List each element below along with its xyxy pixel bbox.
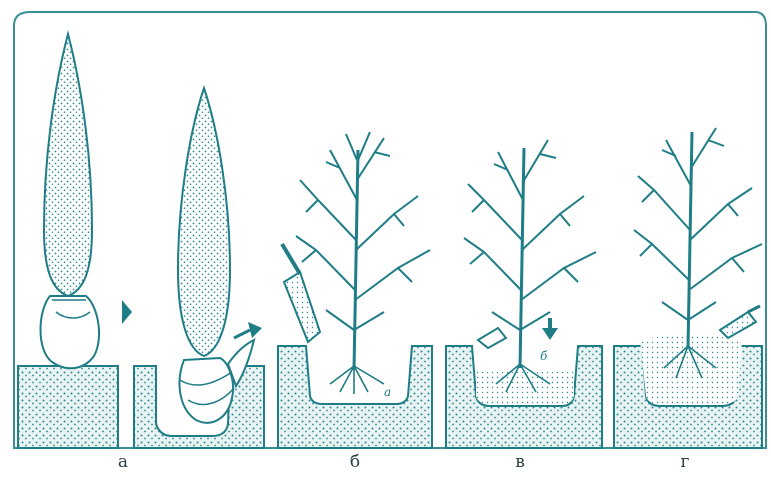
shovel-icon [282, 244, 320, 342]
panel-a-illustration [18, 34, 264, 448]
hand-icon [478, 328, 506, 348]
pit-letter: а [384, 385, 391, 399]
conifer-icon [178, 88, 230, 356]
tree-branches [464, 140, 596, 330]
soil-block [18, 366, 118, 448]
panel-v-illustration: б [446, 140, 602, 448]
roots [330, 366, 384, 394]
panel-label-v: в [505, 452, 535, 472]
watering-can-icon [720, 306, 760, 338]
panel-label-b: б [340, 452, 370, 472]
tree-trunk [354, 150, 358, 370]
panel-label-a: а [108, 452, 138, 472]
root-ball-icon [41, 296, 100, 368]
conifer-icon [44, 34, 92, 296]
pit-letter: б [540, 349, 548, 363]
arrow-right-icon [122, 300, 132, 324]
panel-label-g: г [670, 452, 700, 472]
panel-g-illustration [614, 128, 762, 448]
tree-branches [634, 128, 762, 320]
arrow-up-right-icon [234, 330, 250, 338]
root-ball-icon [180, 358, 234, 423]
tree-branches [296, 132, 430, 330]
panel-b-illustration: а [278, 132, 432, 448]
